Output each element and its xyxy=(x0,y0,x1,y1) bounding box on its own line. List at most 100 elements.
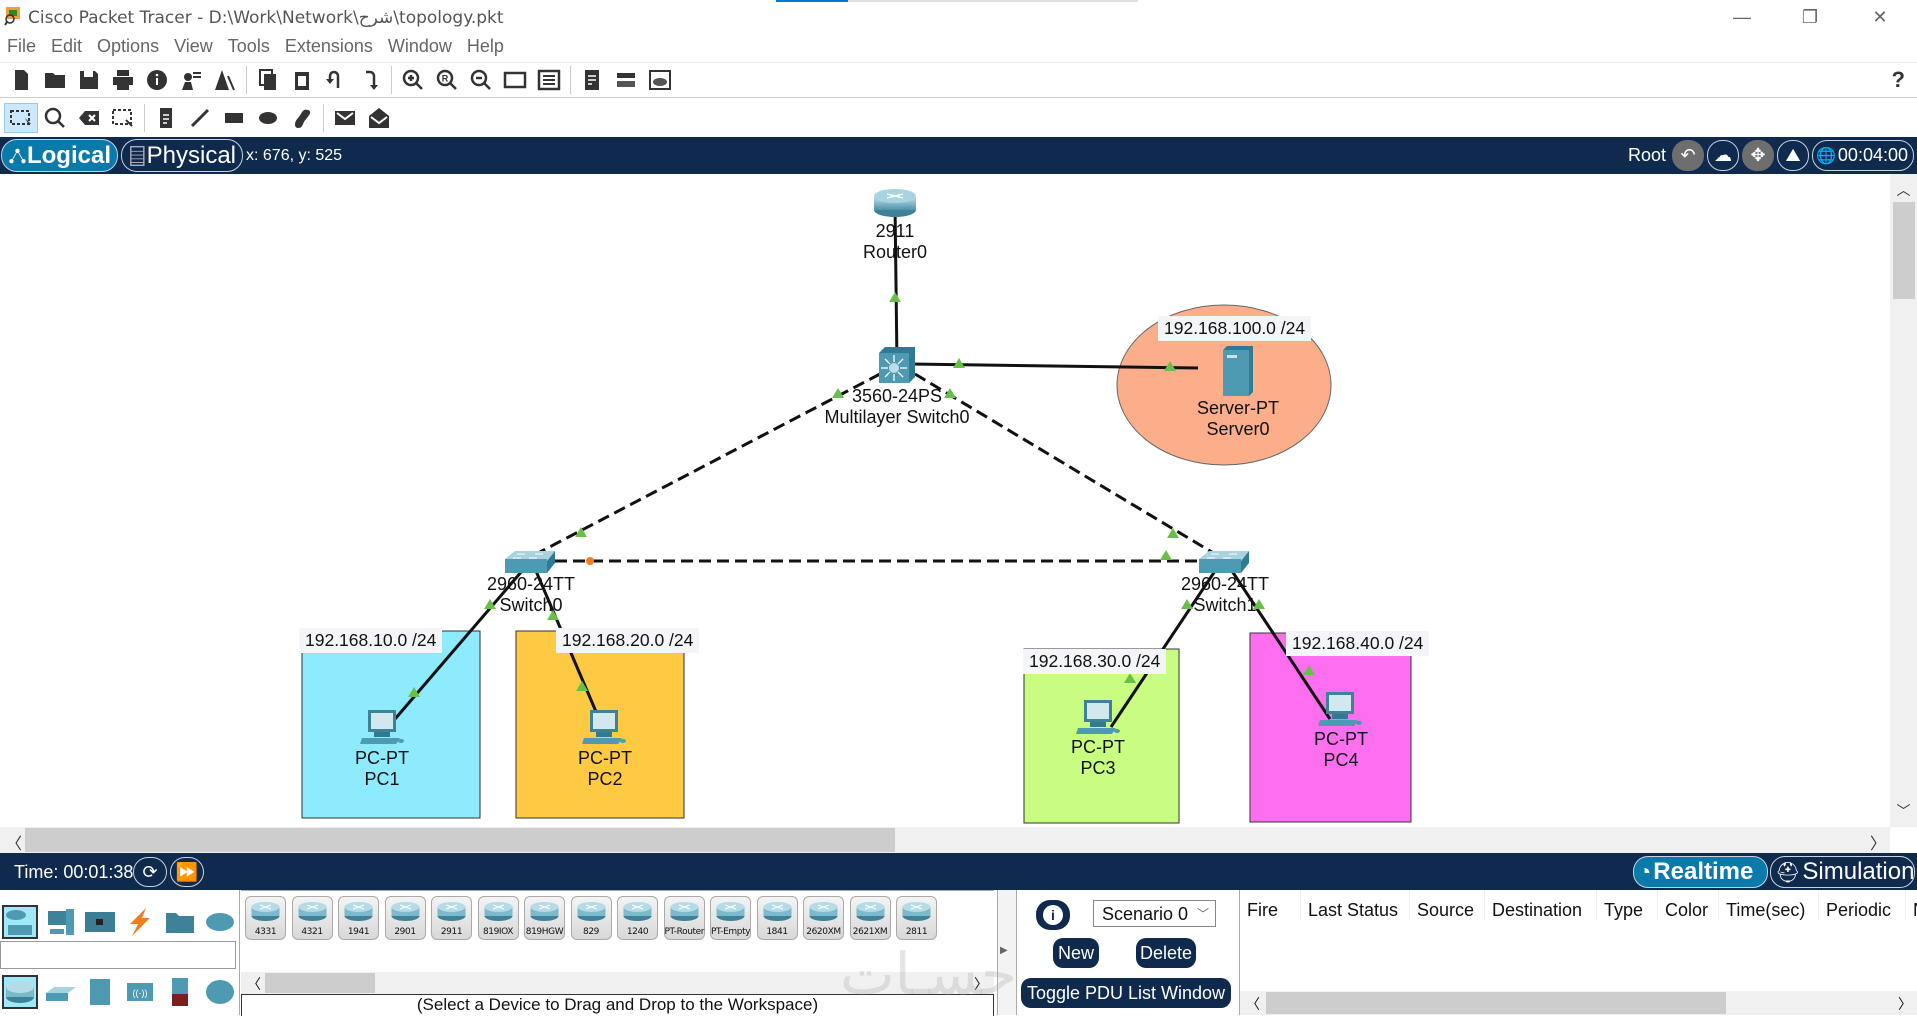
new-cluster-button[interactable]: ☁ xyxy=(1707,140,1739,171)
delete-scenario-button[interactable]: Delete xyxy=(1136,938,1196,968)
redo-button[interactable] xyxy=(353,65,387,95)
device-tile[interactable]: 2620XM xyxy=(803,896,844,940)
device-pc3[interactable] xyxy=(1076,700,1120,741)
column-type[interactable]: Type xyxy=(1597,890,1658,920)
close-button[interactable]: ✕ xyxy=(1850,0,1910,34)
scroll-left-icon[interactable]: 〈 xyxy=(1246,996,1260,1012)
restore-button[interactable]: ❐ xyxy=(1780,0,1840,34)
info-button[interactable] xyxy=(140,65,174,95)
subcategory-security[interactable] xyxy=(162,975,198,1009)
drawing-palette-button[interactable] xyxy=(498,65,532,95)
subcategory-wan-emulation[interactable] xyxy=(202,975,238,1009)
delete-tool[interactable] xyxy=(72,103,106,133)
scroll-right-icon[interactable]: 〉 xyxy=(1898,996,1912,1012)
add-simple-pdu-tool[interactable] xyxy=(328,103,362,133)
device-list-scroll-thumb[interactable] xyxy=(265,973,375,993)
horizontal-scroll-thumb[interactable] xyxy=(25,828,895,852)
inspect-tool[interactable] xyxy=(38,103,72,133)
device-tile[interactable]: 2621XM xyxy=(849,896,891,940)
device-pc2[interactable] xyxy=(582,710,626,751)
device-pc1[interactable] xyxy=(360,710,404,751)
power-cycle-devices-button[interactable]: ⟳ xyxy=(133,857,167,887)
physical-tab[interactable]: Physical xyxy=(121,139,243,172)
column-source[interactable]: Source xyxy=(1410,890,1485,920)
custom-devices-button[interactable] xyxy=(208,65,242,95)
activity-wizard-button[interactable] xyxy=(174,65,208,95)
column-color[interactable]: Color xyxy=(1658,890,1719,920)
device-tile[interactable]: 1841 xyxy=(756,896,798,940)
add-complex-pdu-tool[interactable] xyxy=(362,103,396,133)
device-tile[interactable]: 2911 xyxy=(431,896,472,940)
toggle-pdu-list-button[interactable]: Toggle PDU List Window xyxy=(1021,978,1231,1008)
column-time[interactable]: Time(sec) xyxy=(1719,890,1819,920)
device-list-scrollbar[interactable]: 〈 〉 xyxy=(241,972,994,994)
column-num[interactable]: N xyxy=(1906,890,1917,920)
menu-tools[interactable]: Tools xyxy=(227,36,270,56)
print-button[interactable] xyxy=(106,65,140,95)
menu-extensions[interactable]: Extensions xyxy=(284,36,373,56)
scroll-down-icon[interactable]: ﹀ xyxy=(1896,803,1911,819)
device-router0[interactable] xyxy=(872,188,918,223)
device-tile[interactable]: PT-Router xyxy=(663,896,705,940)
device-multilayer-switch0[interactable] xyxy=(879,347,915,388)
link-router0-mls0[interactable] xyxy=(893,203,899,365)
device-pc4[interactable] xyxy=(1318,692,1362,733)
device-server0[interactable] xyxy=(1221,346,1253,401)
menu-window[interactable]: Window xyxy=(387,36,452,56)
scenario-dropdown[interactable]: Scenario 0 ﹀ xyxy=(1093,900,1216,927)
fast-forward-time-button[interactable]: ⏩ xyxy=(170,857,204,887)
device-tile[interactable]: 4331 xyxy=(245,896,286,940)
device-tile[interactable]: 2901 xyxy=(384,896,426,940)
undo-button[interactable] xyxy=(319,65,353,95)
zoom-out-button[interactable] xyxy=(464,65,498,95)
panel-splitter[interactable]: ▶ xyxy=(997,890,1017,1015)
custom-devices-dialog-button[interactable] xyxy=(532,65,566,95)
device-tile[interactable]: 819HGW xyxy=(524,896,565,940)
realtime-mode-button[interactable]: ◔ Realtime xyxy=(1633,856,1768,888)
menu-view[interactable]: View xyxy=(174,36,213,56)
device-tile[interactable]: 819IOX xyxy=(477,896,519,940)
device-tile[interactable]: 829 xyxy=(570,896,612,940)
column-last-status[interactable]: Last Status xyxy=(1301,890,1410,920)
notes-button[interactable] xyxy=(575,65,609,95)
menu-options[interactable]: Options xyxy=(97,36,160,56)
device-switch0[interactable] xyxy=(505,549,555,578)
menu-edit[interactable]: Edit xyxy=(51,36,83,56)
subcategory-wireless[interactable]: ((·)) xyxy=(122,975,158,1009)
menu-help[interactable]: Help xyxy=(466,36,504,56)
viewport-clock-button[interactable]: 🌐 00:04:00 xyxy=(1812,140,1914,171)
subcategory-routers[interactable] xyxy=(2,975,38,1009)
device-tile[interactable]: 4321 xyxy=(291,896,333,940)
cluster-button[interactable] xyxy=(643,65,677,95)
copy-button[interactable] xyxy=(251,65,285,95)
category-components[interactable] xyxy=(82,905,118,939)
workspace-horizontal-scrollbar[interactable]: 〈 〉 xyxy=(0,827,1890,853)
scroll-right-icon[interactable]: 〉 xyxy=(974,976,988,992)
zoom-reset-button[interactable]: R xyxy=(430,65,464,95)
logical-tab[interactable]: Logical xyxy=(1,139,118,172)
device-template-button[interactable] xyxy=(609,65,643,95)
new-file-button[interactable] xyxy=(4,65,38,95)
category-network-devices[interactable] xyxy=(2,905,38,939)
category-multiuser[interactable] xyxy=(202,905,238,939)
resize-shape-tool[interactable] xyxy=(106,103,140,133)
select-tool[interactable] xyxy=(4,103,38,133)
draw-ellipse-tool[interactable] xyxy=(251,103,285,133)
menu-file[interactable]: File xyxy=(7,36,37,56)
scroll-up-icon[interactable]: ︿ xyxy=(1896,182,1911,198)
device-tile[interactable]: 2811 xyxy=(896,896,937,940)
column-fire[interactable]: Fire xyxy=(1240,890,1301,920)
place-note-tool[interactable] xyxy=(149,103,183,133)
zoom-in-button[interactable] xyxy=(396,65,430,95)
save-button[interactable] xyxy=(72,65,106,95)
link-switch1-pc4[interactable] xyxy=(1230,570,1332,720)
workspace-vertical-scrollbar[interactable]: ︿ ﹀ xyxy=(1890,174,1917,827)
scenario-info-button[interactable]: i xyxy=(1036,900,1070,930)
device-tile[interactable]: PT-Empty xyxy=(710,896,751,940)
category-end-devices[interactable] xyxy=(42,905,78,939)
back-button[interactable]: ↶ xyxy=(1672,140,1704,171)
scroll-left-icon[interactable]: 〈 xyxy=(6,836,23,853)
vertical-scroll-thumb[interactable] xyxy=(1893,202,1915,299)
logical-workspace[interactable]: 192.168.100.0 /24 192.168.10.0 /24 192.1… xyxy=(0,174,1890,827)
open-button[interactable] xyxy=(38,65,72,95)
